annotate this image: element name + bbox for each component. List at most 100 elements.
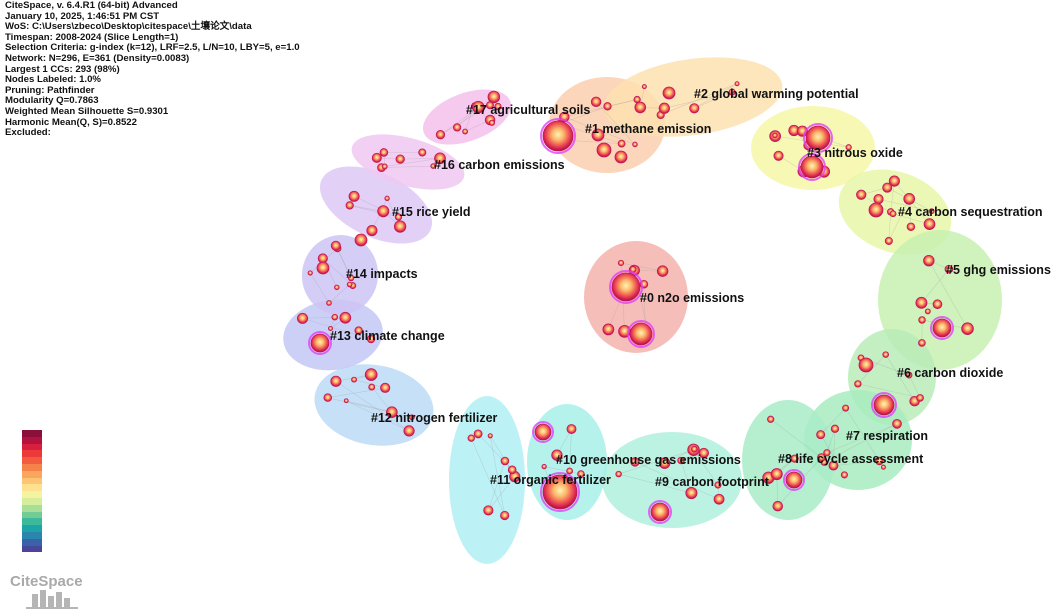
network-node[interactable] (462, 128, 469, 135)
network-node[interactable] (905, 371, 913, 379)
network-node[interactable] (698, 447, 709, 459)
network-node[interactable] (918, 339, 926, 347)
network-node[interactable] (882, 351, 889, 358)
network-node[interactable] (366, 334, 376, 344)
network-node[interactable] (828, 460, 839, 471)
network-node[interactable] (343, 398, 349, 404)
network-node[interactable] (615, 470, 622, 478)
network-node[interactable] (884, 236, 893, 245)
network-node[interactable] (296, 312, 309, 324)
network-node[interactable] (690, 445, 698, 453)
network-node[interactable] (928, 208, 935, 215)
network-node[interactable] (452, 123, 462, 132)
network-node[interactable] (323, 393, 333, 402)
network-node[interactable] (540, 118, 576, 154)
network-node[interactable] (903, 193, 916, 205)
network-node[interactable] (816, 430, 826, 440)
network-node[interactable] (944, 264, 954, 274)
network-node[interactable] (932, 299, 943, 310)
network-node[interactable] (507, 465, 517, 475)
network-node[interactable] (830, 424, 840, 433)
network-node[interactable] (617, 139, 626, 148)
network-node[interactable] (627, 320, 655, 348)
network-node[interactable] (685, 487, 698, 500)
network-node[interactable] (384, 195, 390, 201)
network-node[interactable] (773, 150, 784, 161)
network-node[interactable] (734, 81, 740, 87)
network-node[interactable] (467, 434, 475, 442)
network-node[interactable] (487, 433, 493, 439)
network-node[interactable] (648, 500, 672, 524)
network-node[interactable] (658, 102, 670, 114)
network-node[interactable] (930, 316, 954, 340)
network-node[interactable] (923, 218, 936, 230)
network-node[interactable] (915, 296, 928, 309)
network-node[interactable] (772, 132, 778, 139)
network-node[interactable] (634, 101, 647, 114)
network-node[interactable] (840, 471, 848, 479)
network-node[interactable] (868, 202, 884, 218)
network-node[interactable] (817, 453, 826, 462)
network-node[interactable] (892, 418, 902, 429)
network-node[interactable] (328, 326, 334, 332)
network-node[interactable] (347, 274, 355, 282)
network-node[interactable] (366, 225, 378, 237)
network-node[interactable] (351, 376, 357, 383)
network-node[interactable] (590, 96, 602, 108)
network-node[interactable] (434, 152, 446, 165)
network-node[interactable] (875, 456, 884, 466)
network-node[interactable] (858, 357, 874, 373)
network-node[interactable] (632, 141, 638, 148)
network-node[interactable] (473, 429, 483, 439)
network-node[interactable] (871, 392, 897, 418)
network-node[interactable] (783, 469, 805, 491)
network-node[interactable] (368, 383, 376, 391)
network-node[interactable] (348, 190, 360, 202)
network-node[interactable] (770, 468, 783, 481)
network-node[interactable] (346, 281, 353, 288)
network-node[interactable] (882, 182, 893, 193)
network-node[interactable] (772, 500, 784, 512)
network-node[interactable] (551, 449, 563, 461)
network-node[interactable] (924, 308, 931, 315)
network-node[interactable] (630, 457, 640, 467)
network-node[interactable] (326, 300, 332, 306)
network-node[interactable] (308, 331, 332, 355)
network-node[interactable] (500, 456, 510, 466)
network-node[interactable] (331, 313, 339, 321)
network-node[interactable] (596, 142, 612, 158)
network-node[interactable] (483, 505, 494, 516)
network-node[interactable] (873, 194, 884, 205)
network-node[interactable] (487, 90, 501, 104)
network-node[interactable] (380, 382, 391, 393)
network-node[interactable] (379, 148, 389, 157)
network-node[interactable] (888, 175, 900, 187)
network-node[interactable] (494, 102, 502, 111)
network-node[interactable] (603, 102, 612, 111)
network-node[interactable] (435, 130, 446, 140)
network-node[interactable] (856, 189, 867, 200)
network-node[interactable] (334, 284, 340, 291)
network-node[interactable] (918, 316, 926, 324)
network-node[interactable] (662, 86, 676, 100)
network-node[interactable] (532, 421, 554, 443)
network-node[interactable] (641, 84, 647, 90)
network-node[interactable] (842, 404, 850, 412)
network-node[interactable] (803, 123, 833, 153)
network-node[interactable] (689, 103, 700, 114)
network-node[interactable] (880, 464, 886, 470)
network-node[interactable] (798, 153, 826, 181)
network-node[interactable] (330, 375, 342, 387)
network-node[interactable] (339, 311, 352, 324)
network-node[interactable] (658, 457, 671, 469)
network-node[interactable] (714, 481, 722, 489)
network-node[interactable] (591, 128, 605, 142)
network-node[interactable] (472, 100, 485, 114)
network-node[interactable] (371, 152, 382, 163)
network-node[interactable] (541, 463, 547, 470)
network-node[interactable] (916, 394, 924, 402)
network-node[interactable] (614, 150, 628, 164)
network-node[interactable] (713, 493, 725, 505)
network-node[interactable] (430, 163, 436, 169)
network-node[interactable] (906, 222, 916, 231)
